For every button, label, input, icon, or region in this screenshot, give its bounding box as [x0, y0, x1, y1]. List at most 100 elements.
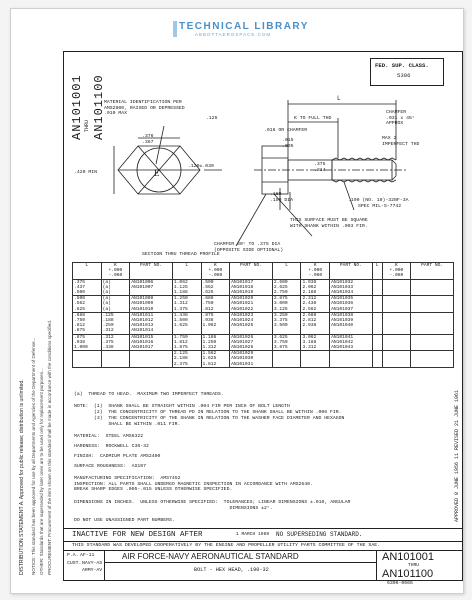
table-cell: AN101038 AN101039 AN101040: [329, 311, 373, 335]
side-other: OTHER: Standards that are superseded by …: [39, 368, 44, 575]
table-cell: [100, 350, 131, 368]
note-2: (2) THE CONCENTRICITY OF THREAD PD IN RE…: [94, 410, 342, 415]
dim-367: .367: [142, 140, 154, 145]
table-cell: (a) (a) (a): [100, 278, 131, 297]
table-header-cell: PART NO.: [410, 262, 454, 280]
dim-189: .189: [270, 192, 282, 197]
table-cell: [300, 350, 331, 368]
pa-label: P.A.: [67, 553, 79, 558]
table-cell: AN101029 AN101030 AN101031: [229, 350, 273, 368]
dim-376: .376: [142, 134, 154, 139]
cust-value: NAVY-AS: [82, 561, 103, 566]
footer-rule-3: [64, 550, 462, 551]
table-cell: 2.312 2.438 2.562: [300, 295, 331, 313]
table-cell: [72, 350, 102, 368]
table-header-cell: L: [72, 262, 102, 280]
note-a: (a) THREAD TO HEAD. MAXIMUM TWO IMPERFEC…: [74, 392, 224, 397]
fsc-value: 5306: [397, 72, 411, 79]
table-cell: 1.750 1.812 1.875: [171, 333, 202, 352]
dim-375: .375: [314, 162, 326, 167]
table-cell: AN101017 AN101018 AN101019: [229, 278, 273, 297]
table-cell: 2.125 2.188 2.375: [171, 350, 202, 368]
table-cell: [371, 350, 383, 368]
section-title: SECTION THRU THREAD PROFILE: [142, 252, 220, 257]
note-hardness: HARDNESS: ROCKWELL C36-32: [74, 444, 149, 449]
table-cell: [410, 311, 454, 335]
dim-420: .420 MIN: [74, 170, 98, 175]
dim-120: .120±.030: [188, 164, 214, 169]
table-cell: (a) (a) (a): [100, 295, 131, 313]
table-header-cell: L: [371, 262, 383, 280]
std-number-2: AN101100: [382, 568, 434, 580]
note-label: NOTE:: [74, 404, 89, 409]
footer-vrule-1: [104, 550, 105, 580]
table-cell: [371, 333, 383, 352]
dim-spec: SPEC MIL-S-7742: [358, 204, 402, 209]
table-cell: 1.938 2.062 2.188: [300, 278, 331, 297]
table-cell: [410, 295, 454, 313]
inactive-date: 1 MARCH 1969: [236, 532, 270, 537]
side-part-number: AN101001: [70, 74, 84, 140]
dim-surface: THIS SURFACE MUST BE SQUARE WITH SHANK W…: [290, 218, 368, 229]
footer-rule-1: [64, 528, 462, 529]
table-cell: 3.062 3.188 3.312: [300, 333, 331, 352]
developed-note: THIS STANDARD WAS DEVELOPED COOPERATIVEL…: [72, 543, 381, 548]
material-id-note: MATERIAL IDENTIFICATION PER AMS2800, RAI…: [104, 100, 185, 117]
table-cell: .688 .750 .812: [200, 295, 231, 313]
dim-005: .005: [282, 144, 294, 149]
bottom-code: 5306-0665: [387, 581, 413, 586]
table-header-cell: PART NO.: [129, 262, 173, 280]
table-cell: 1.062 1.125 1.188: [171, 278, 202, 297]
table-header-cell: K +.000 -.060: [200, 262, 231, 280]
footer-rule-4: [104, 562, 376, 563]
table-cell: [329, 350, 373, 368]
table-header-cell: L: [171, 262, 202, 280]
table-header-cell: PART NO.: [229, 262, 273, 280]
table-cell: AN101032 AN101033 AN101034: [329, 278, 373, 297]
dim-chamfer: CHAMFER .031 x 45° APPROX: [386, 110, 415, 127]
table-cell: .875 .938 1.000: [72, 333, 102, 352]
std-thru: THRU: [408, 563, 420, 568]
note-use: DO NOT USE UNASSIGNED PART NUMBERS.: [74, 518, 175, 523]
part-title: BOLT - HEX HEAD, .190-32: [194, 567, 269, 573]
table-cell: .500 .562 .625: [72, 295, 102, 313]
fsc-label: FED. SUP. CLASS.: [375, 62, 429, 69]
dim-190: .190 (NO. 10)-32NF-3A: [348, 198, 409, 203]
note-surface: SURFACE ROUGHNESS: AS107: [74, 464, 146, 469]
cust-value-2: ARMY-AV: [82, 568, 103, 573]
table-cell: 3.250 3.375 3.500: [271, 311, 302, 335]
footer-rule-2: [64, 541, 462, 542]
table-row: .500 .562 .625(a) (a) (a)AN101008 AN1010…: [72, 295, 454, 313]
head-mark: E: [154, 168, 160, 178]
table-cell: AN101015 AN101016 AN101017: [129, 333, 173, 352]
dim-k: K TO FULL THD: [294, 116, 332, 121]
table-cell: [381, 333, 412, 352]
table-cell: 2.500 2.625 2.750: [271, 278, 302, 297]
note-mfg: MANUFACTURING SPECIFICATION: AMS7452 INS…: [74, 476, 313, 493]
table-cell: AN101041 AN101042 AN101043: [329, 333, 373, 352]
table-cell: AN101008 AN101009 AN101010: [129, 295, 173, 313]
table-cell: .875 .938 1.062: [200, 311, 231, 335]
table-cell: AN101006 AN101007: [129, 278, 173, 297]
dim-314: .314: [314, 168, 326, 173]
watermark: TECHNICAL LIBRARY ABBOTTAEROSPACE.COM: [173, 21, 309, 41]
note-3: (3) THE CONCENTRICITY OF THE SHANK IN RE…: [94, 416, 345, 427]
table-cell: [129, 350, 173, 368]
table-header-cell: K +.000 -.060: [300, 262, 331, 280]
side-notice: NOTICE: This standard has been approved …: [31, 337, 36, 575]
table-cell: 3.625 3.750 3.875: [271, 333, 302, 352]
table-cell: 2.688 2.812 2.938: [300, 311, 331, 335]
bolt-drawing: E: [113, 100, 406, 247]
table-cell: 1.250 1.312 1.375: [171, 295, 202, 313]
distribution-statement: DISTRIBUTION STATEMENT A. Approved for p…: [19, 379, 25, 575]
dim-180: .180 DIA: [270, 198, 294, 203]
table-cell: AN101023 AN101024 AN101025: [229, 311, 273, 335]
watermark-bar: [173, 21, 177, 37]
table-header-cell: PART NO.: [329, 262, 373, 280]
table-cell: .125 .188 .250 .312: [100, 311, 131, 335]
